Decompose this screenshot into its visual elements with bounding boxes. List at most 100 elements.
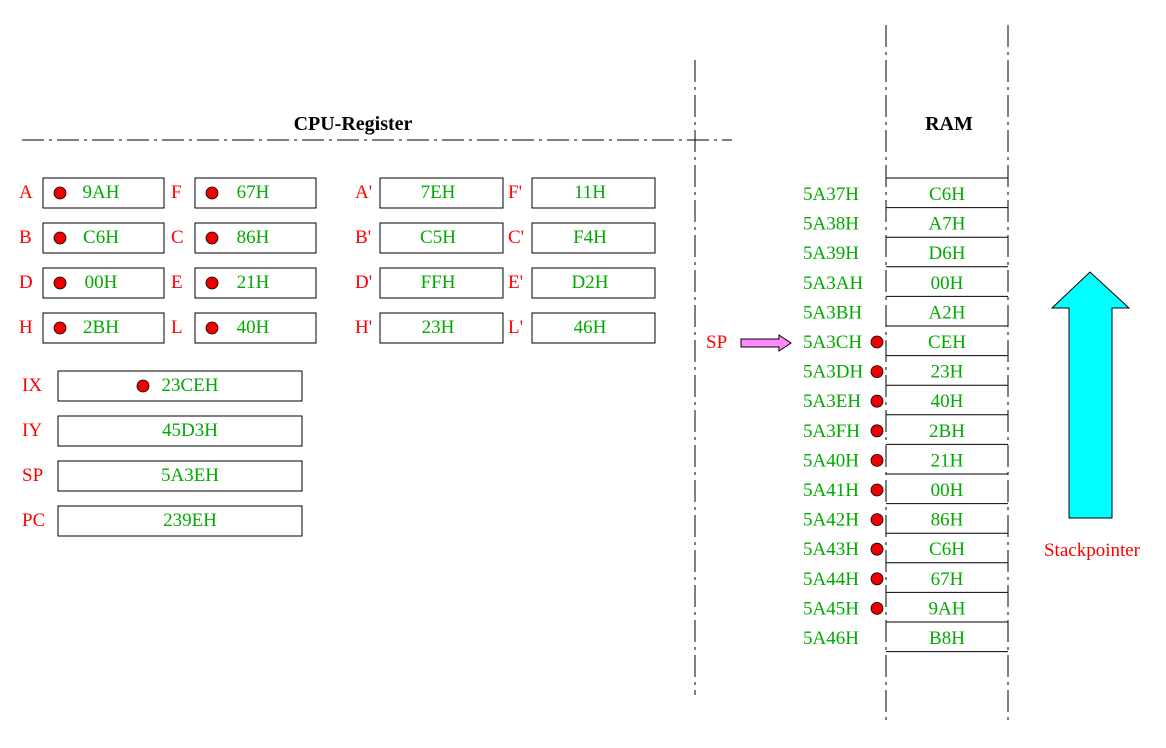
marker-dot	[53, 321, 67, 335]
ram-address: 5A43H	[803, 539, 859, 560]
marker-dot	[870, 572, 884, 586]
marker-dot	[205, 276, 219, 290]
ram-value: 00H	[931, 273, 964, 294]
ram-value: C6H	[929, 539, 965, 560]
ram-value: A2H	[929, 302, 966, 323]
register-sp: SP 5A3EH	[22, 460, 303, 492]
sp-pointer-label: SP	[706, 332, 727, 353]
ram-value: A7H	[929, 214, 966, 235]
ram-value: 00H	[931, 480, 964, 501]
register-c-alt: C'F4H	[508, 222, 656, 254]
ram-value: CEH	[928, 332, 966, 353]
marker-dot	[870, 542, 884, 556]
cpu-title: CPU-Register	[294, 113, 413, 135]
marker-dot	[205, 186, 219, 200]
register-name: B'	[355, 227, 371, 248]
register-name: B	[19, 227, 32, 248]
marker-dot	[870, 513, 884, 526]
register-value: D2H	[572, 272, 609, 293]
marker-dot	[136, 379, 150, 393]
register-d: D 00H	[19, 267, 165, 299]
ram-row: 5A43H C6H	[803, 539, 1008, 564]
marker-dot	[205, 321, 219, 335]
register-value: 45D3H	[162, 420, 218, 441]
register-value: F4H	[573, 227, 607, 248]
register-box	[379, 222, 504, 254]
register-name: IY	[22, 420, 42, 441]
marker-dot	[870, 483, 884, 497]
register-name: IX	[22, 375, 42, 396]
stack-growth-arrow	[1050, 271, 1131, 519]
register-name: H'	[355, 317, 372, 338]
register-box	[531, 267, 656, 299]
register-iy: IY 45D3H	[22, 415, 303, 447]
register-b-alt: B' C5H	[355, 222, 504, 254]
register-box	[57, 370, 303, 402]
ram-row: 5A46H B8H	[803, 628, 1008, 653]
register-name: L	[171, 317, 183, 338]
marker-dot	[870, 394, 884, 408]
ram-address: 5A3AH	[803, 273, 863, 294]
register-f-alt: F'11H	[508, 177, 656, 209]
ram-address: 5A40H	[803, 450, 859, 471]
register-box	[379, 267, 504, 299]
register-name: H	[19, 317, 33, 338]
register-d-alt: D'FFH	[355, 267, 504, 299]
register-value: 21H	[237, 272, 270, 293]
ram-address: 5A39H	[803, 243, 859, 264]
register-value: 7EH	[421, 182, 456, 203]
ram-value: 40H	[931, 391, 964, 412]
register-ix: IX 23CEH	[22, 370, 303, 402]
register-value: 2BH	[83, 317, 119, 338]
register-e-alt: E'D2H	[508, 267, 656, 299]
ram-value: 86H	[931, 510, 964, 531]
ram-value: B8H	[929, 628, 965, 649]
register-value: 9AH	[83, 182, 120, 203]
ram-value: 23H	[931, 362, 964, 383]
ram-value: D6H	[929, 243, 966, 264]
ram-title: RAM	[925, 113, 973, 135]
register-box	[57, 505, 303, 537]
ram-address: 5A46H	[803, 628, 859, 649]
register-box	[531, 312, 656, 344]
register-name: F'	[508, 182, 522, 203]
marker-dot	[870, 335, 884, 349]
register-value: 5A3EH	[161, 465, 219, 486]
stack-growth-label: Stackpointer	[1044, 540, 1141, 561]
register-value: 23CEH	[162, 375, 219, 396]
ram-address: 5A37H	[803, 184, 859, 205]
marker-dot	[205, 231, 219, 245]
register-h-alt: H'23H	[355, 312, 504, 344]
register-box	[379, 177, 504, 209]
register-value: 86H	[237, 227, 270, 248]
register-value: 46H	[574, 317, 607, 338]
sp-pointer-arrow	[740, 334, 792, 352]
ram-value: 2BH	[929, 421, 965, 442]
register-name: L'	[508, 317, 523, 338]
section-guides	[22, 25, 1009, 722]
register-value: 00H	[85, 272, 118, 293]
marker-dot	[870, 424, 884, 438]
register-name: D	[19, 272, 33, 293]
register-name: SP	[22, 465, 43, 486]
register-value: C5H	[420, 227, 456, 248]
